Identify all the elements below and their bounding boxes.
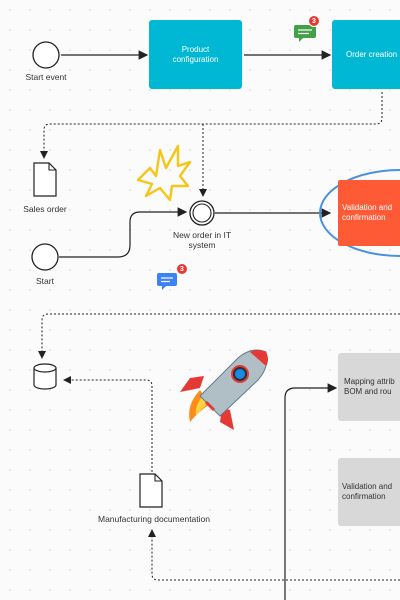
new-order-label: New order in IT system xyxy=(172,230,232,250)
product-configuration-label: Product configuration xyxy=(172,44,219,64)
manufacturing-doc-icon[interactable] xyxy=(139,473,163,508)
sales-order-doc-fold xyxy=(48,163,56,171)
start-label: Start xyxy=(36,276,54,286)
rocket-emoji-icon xyxy=(180,349,268,430)
validation-task-top[interactable] xyxy=(338,180,400,246)
dotted-order-to-sales-order xyxy=(40,92,383,159)
start-circle[interactable] xyxy=(31,243,59,271)
start-event-label: Start event xyxy=(25,72,67,82)
dotted-to-database xyxy=(38,313,400,359)
spark-doodle-icon xyxy=(136,144,192,202)
flow-start-to-new-order xyxy=(59,207,188,258)
manufacturing-doc-fold xyxy=(154,474,162,482)
order-creation-task[interactable] xyxy=(332,20,400,89)
comment-icon-top[interactable] xyxy=(294,25,316,42)
highlight-ring xyxy=(319,169,400,257)
flow-to-mapping xyxy=(284,383,338,600)
manufacturing-doc-label: Manufacturing documentation xyxy=(98,514,210,524)
mapping-task[interactable] xyxy=(338,353,400,421)
mapping-label: Mapping attrib BOM and rou xyxy=(344,377,395,396)
comment-icon-mid[interactable] xyxy=(157,273,177,290)
validation-top-label: Validation and confirmation xyxy=(342,203,393,222)
dotted-bottom-to-doc xyxy=(148,529,400,581)
new-order-event-outer[interactable] xyxy=(189,200,215,226)
database-icon[interactable] xyxy=(33,363,57,390)
new-order-event-inner xyxy=(192,203,212,223)
comment-badge-mid: 3 xyxy=(176,263,188,275)
comment-badge-top: 3 xyxy=(308,15,320,27)
validation-task-bottom[interactable] xyxy=(338,458,400,526)
sales-order-label: Sales order xyxy=(23,204,67,214)
order-creation-label: Order creation xyxy=(346,49,398,59)
validation-bottom-label: Validation and confirmation xyxy=(342,482,393,501)
product-configuration-task[interactable] xyxy=(149,20,242,89)
start-event-circle[interactable] xyxy=(32,41,60,69)
sales-order-doc-icon[interactable] xyxy=(33,162,57,197)
dotted-doc-to-database xyxy=(63,376,153,472)
